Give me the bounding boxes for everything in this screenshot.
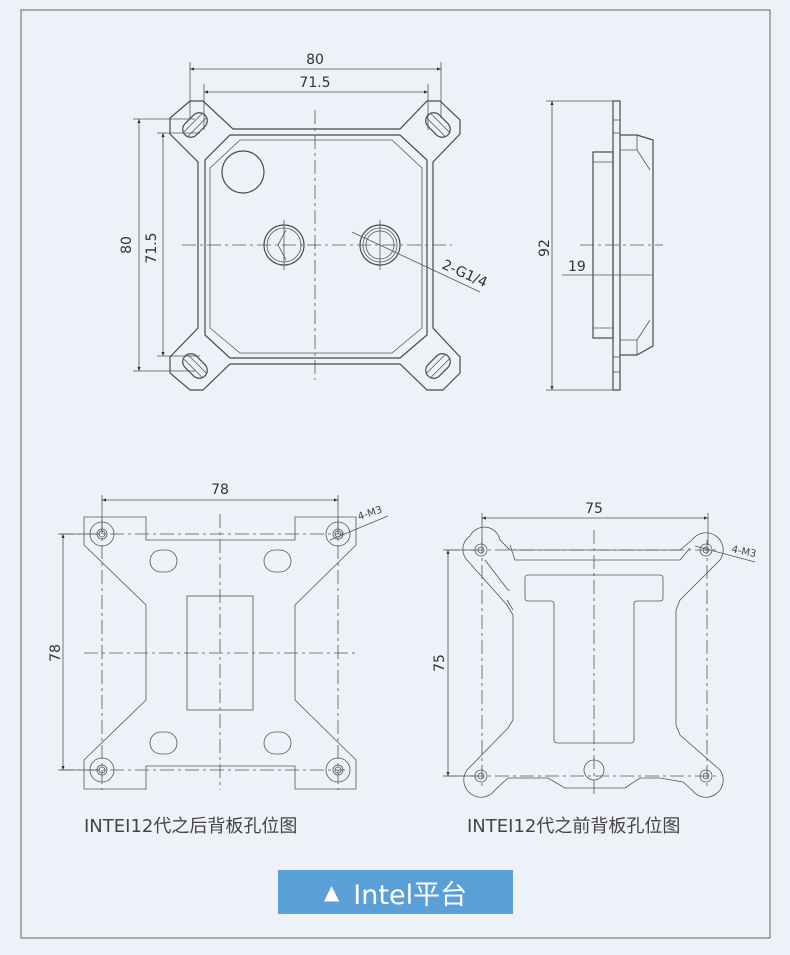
intel-platform-label: Intel平台 — [353, 879, 468, 911]
side-view-drawing: 92 19 — [537, 100, 663, 391]
cold-plate-outline — [169, 100, 461, 391]
hole-label-4-m3: 4-M3 — [357, 505, 384, 523]
inner-frame — [204, 134, 428, 359]
dim-label-19: 19 — [568, 259, 586, 275]
backplate-outline — [462, 526, 724, 798]
backplate-before-12th-gen-drawing: 75 75 4-M3 — [432, 501, 757, 798]
dim-label-92: 92 — [537, 239, 553, 257]
hole-label-4-m3: 4-M3 — [730, 544, 757, 560]
dim-label-71-5: 71.5 — [299, 75, 330, 91]
dim-label-78-horizontal: 78 — [211, 482, 229, 498]
intel-platform-button[interactable]: ▲ Intel平台 — [278, 870, 513, 914]
triangle-up-icon: ▲ — [323, 880, 340, 904]
mounting-slots — [182, 112, 451, 379]
port-leader-line — [351, 231, 481, 293]
frame-border — [20, 9, 771, 939]
dim-label-71-5-vertical: 71.5 — [144, 232, 160, 263]
dim-label-75-vertical: 75 — [432, 654, 448, 672]
dim-label-80: 80 — [306, 52, 324, 68]
backplate-outline — [83, 516, 357, 790]
m3-holes — [474, 543, 713, 783]
backplate-after-12th-gen-drawing: 78 78 4-M3 — [48, 482, 389, 790]
dim-label-78-vertical: 78 — [48, 644, 64, 662]
t-shaped-cutout — [524, 574, 664, 744]
dim-label-80-vertical: 80 — [119, 236, 135, 254]
round-window — [221, 150, 265, 194]
caption-before-12th-gen: INTEI12代之前背板孔位图 — [467, 816, 681, 837]
dim-label-75-horizontal: 75 — [585, 501, 603, 517]
port-label: 2-G1/4 — [439, 257, 489, 291]
top-view-drawing: 80 71.5 80 71.5 2-G1/4 — [119, 52, 490, 391]
caption-after-12th-gen: INTEI12代之后背板孔位图 — [84, 816, 298, 837]
